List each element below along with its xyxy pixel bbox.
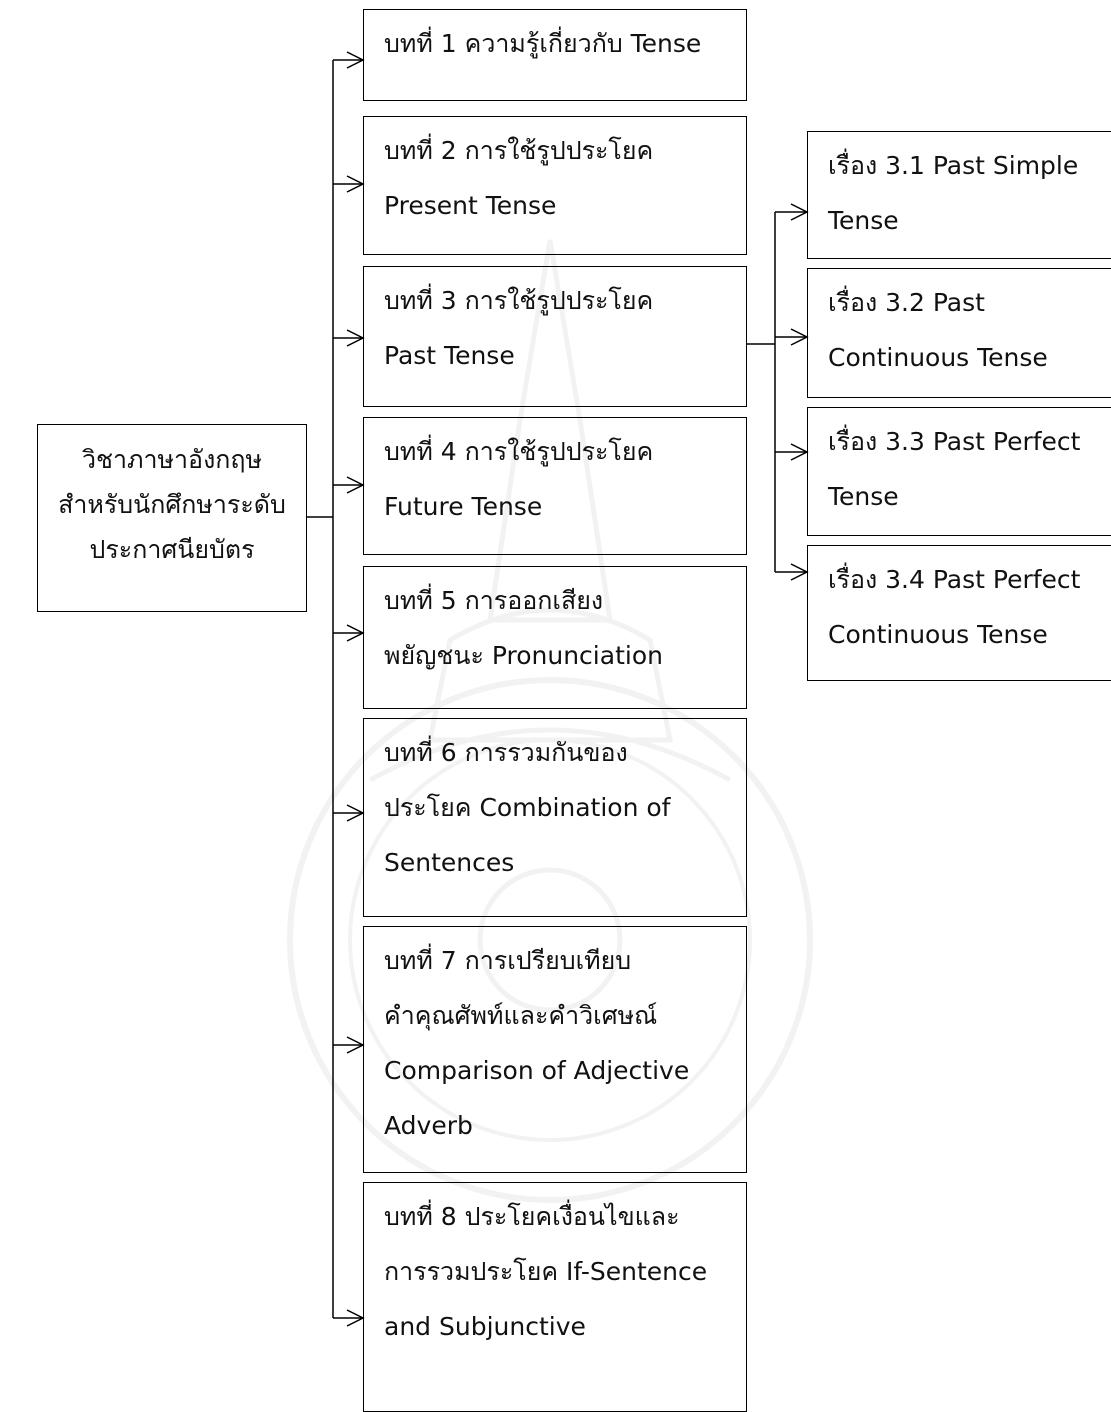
topic-line: เรื่อง 3.4 Past Perfect <box>828 565 1081 594</box>
chapter-line: Comparison of Adjective <box>384 1056 690 1085</box>
root-node: วิชาภาษาอังกฤษ สำหรับนักศึกษาระดับ ประกา… <box>37 424 307 612</box>
chapter-line: Past Tense <box>384 341 515 370</box>
chapter-7-node: บทที่ 7 การเปรียบเทียบ คำคุณศัพท์และคำวิ… <box>363 926 747 1173</box>
chapter-4-node: บทที่ 4 การใช้รูปประโยค Future Tense <box>363 417 747 555</box>
chapter-line: Sentences <box>384 848 515 877</box>
topic-line: Tense <box>828 482 899 511</box>
chapter-5-node: บทที่ 5 การออกเสียง พยัญชนะ Pronunciatio… <box>363 566 747 709</box>
topic-line: เรื่อง 3.1 Past Simple <box>828 151 1079 180</box>
chapter-line: บทที่ 1 ความรู้เกี่ยวกับ Tense <box>384 29 702 58</box>
root-line: ประกาศนียบัตร <box>89 535 255 564</box>
topic-line: เรื่อง 3.3 Past Perfect <box>828 427 1081 456</box>
chapter-line: บทที่ 2 การใช้รูปประโยค <box>384 136 654 165</box>
chapter-line: Present Tense <box>384 191 557 220</box>
chapter-line: and Subjunctive <box>384 1312 586 1341</box>
chapter-line: บทที่ 4 การใช้รูปประโยค <box>384 437 654 466</box>
chapter-6-node: บทที่ 6 การรวมกันของ ประโยค Combination … <box>363 718 747 917</box>
chapter-line: Future Tense <box>384 492 543 521</box>
root-line: สำหรับนักศึกษาระดับ <box>58 490 286 519</box>
chapter-line: บทที่ 3 การใช้รูปประโยค <box>384 286 654 315</box>
topic-3-1-node: เรื่อง 3.1 Past Simple Tense <box>807 131 1111 259</box>
chapter-3-node: บทที่ 3 การใช้รูปประโยค Past Tense <box>363 266 747 407</box>
topic-line: Continuous Tense <box>828 343 1048 372</box>
chapter-line: บทที่ 5 การออกเสียง <box>384 586 604 615</box>
chapter-1-node: บทที่ 1 ความรู้เกี่ยวกับ Tense <box>363 9 747 101</box>
chapter-line: Adverb <box>384 1111 473 1140</box>
chapter-line: ประโยค Combination of <box>384 793 671 822</box>
topic-line: เรื่อง 3.2 Past <box>828 288 985 317</box>
topic-line: Tense <box>828 206 899 235</box>
topic-3-2-node: เรื่อง 3.2 Past Continuous Tense <box>807 268 1111 398</box>
chapter-2-node: บทที่ 2 การใช้รูปประโยค Present Tense <box>363 116 747 255</box>
chapter-line: บทที่ 6 การรวมกันของ <box>384 738 628 767</box>
topic-3-4-node: เรื่อง 3.4 Past Perfect Continuous Tense <box>807 545 1111 681</box>
topic-line: Continuous Tense <box>828 620 1048 649</box>
chapter-8-node: บทที่ 8 ประโยคเงื่อนไขและ การรวมประโยค I… <box>363 1182 747 1412</box>
chapter-line: การรวมประโยค If-Sentence <box>384 1257 708 1286</box>
chapter-line: คำคุณศัพท์และคำวิเศษณ์ <box>384 1001 658 1030</box>
chapter-line: พยัญชนะ Pronunciation <box>384 641 663 670</box>
root-line: วิชาภาษาอังกฤษ <box>81 445 263 474</box>
watermark-seal-icon <box>287 239 813 1203</box>
chapter-line: บทที่ 7 การเปรียบเทียบ <box>384 946 632 975</box>
topic-3-3-node: เรื่อง 3.3 Past Perfect Tense <box>807 407 1111 536</box>
chapter-line: บทที่ 8 ประโยคเงื่อนไขและ <box>384 1202 680 1231</box>
